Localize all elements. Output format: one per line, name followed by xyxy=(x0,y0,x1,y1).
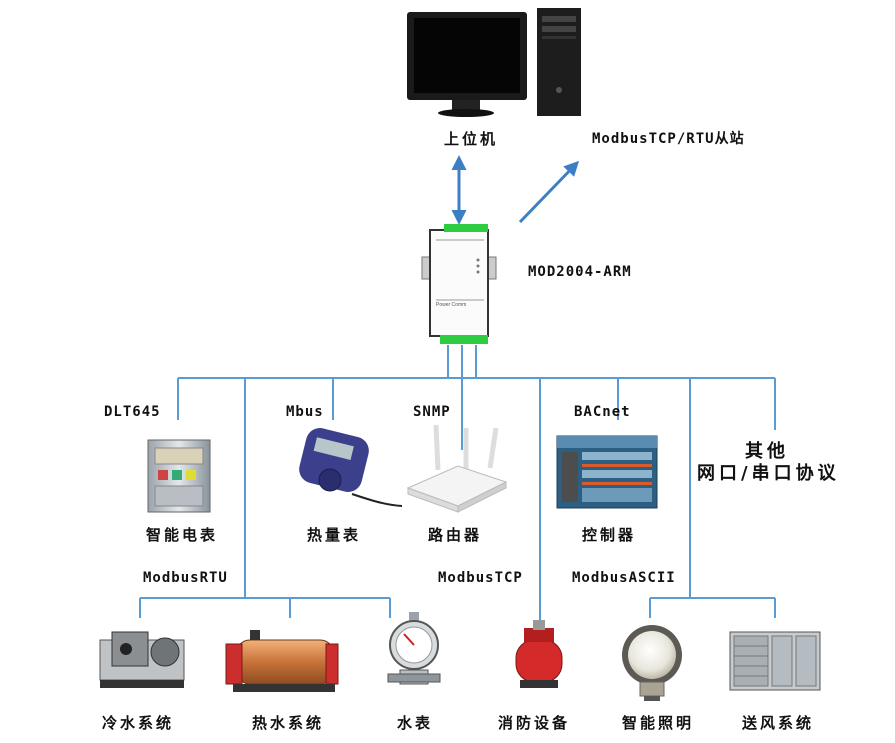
controller-icon xyxy=(556,435,658,509)
protocol-modbusascii-label: ModbusASCII xyxy=(572,570,676,586)
chiller-label: 冷水系统 xyxy=(102,714,175,732)
air-supply-unit-icon xyxy=(729,631,821,691)
controller-label: 控制器 xyxy=(582,526,637,544)
smart-meter-label: 智能电表 xyxy=(146,526,219,544)
protocol-snmp-label: SNMP xyxy=(413,404,451,420)
chiller-icon xyxy=(99,631,185,688)
gateway-device-icon: Power Comm xyxy=(421,224,497,344)
air-supply-label: 送风系统 xyxy=(742,714,815,732)
heat-meter-label: 热量表 xyxy=(307,526,362,544)
protocol-modbusrtu-label: ModbusRTU xyxy=(143,570,228,586)
protocol-dlt645-label: DLT645 xyxy=(104,404,161,420)
protocol-modbustcp-label: ModbusTCP xyxy=(438,570,523,586)
other-protocol-label-line2: 网口/串口协议 xyxy=(697,463,840,484)
other-protocol-label-line1: 其他 xyxy=(745,441,789,462)
connection-lines xyxy=(139,345,776,620)
heat-meter-icon xyxy=(299,428,403,507)
protocol-mbus-label: Mbus xyxy=(286,404,324,420)
router-label: 路由器 xyxy=(428,526,483,544)
water-meter-icon xyxy=(387,612,441,685)
water-meter-label: 水表 xyxy=(397,714,434,732)
gateway-device-text: Power Comm xyxy=(436,302,466,308)
gateway-model-label: MOD2004-ARM xyxy=(528,264,632,280)
modbus-slave-label: ModbusTCP/RTU从站 xyxy=(592,131,745,147)
monitor-icon xyxy=(407,12,527,117)
router-icon xyxy=(406,424,508,513)
slave-arrow xyxy=(518,160,580,224)
computer-tower-icon xyxy=(537,8,581,116)
smart-lighting-label: 智能照明 xyxy=(622,714,695,732)
electric-cabinet-icon xyxy=(147,439,211,513)
fire-equipment-icon xyxy=(515,620,563,688)
hot-water-label: 热水系统 xyxy=(252,714,325,732)
host-computer-label: 上位机 xyxy=(444,130,499,148)
smart-light-bulb-icon xyxy=(622,625,682,701)
protocol-bacnet-label: BACnet xyxy=(574,404,631,420)
hot-water-boiler-icon xyxy=(225,630,339,692)
fire-equipment-label: 消防设备 xyxy=(498,714,571,732)
